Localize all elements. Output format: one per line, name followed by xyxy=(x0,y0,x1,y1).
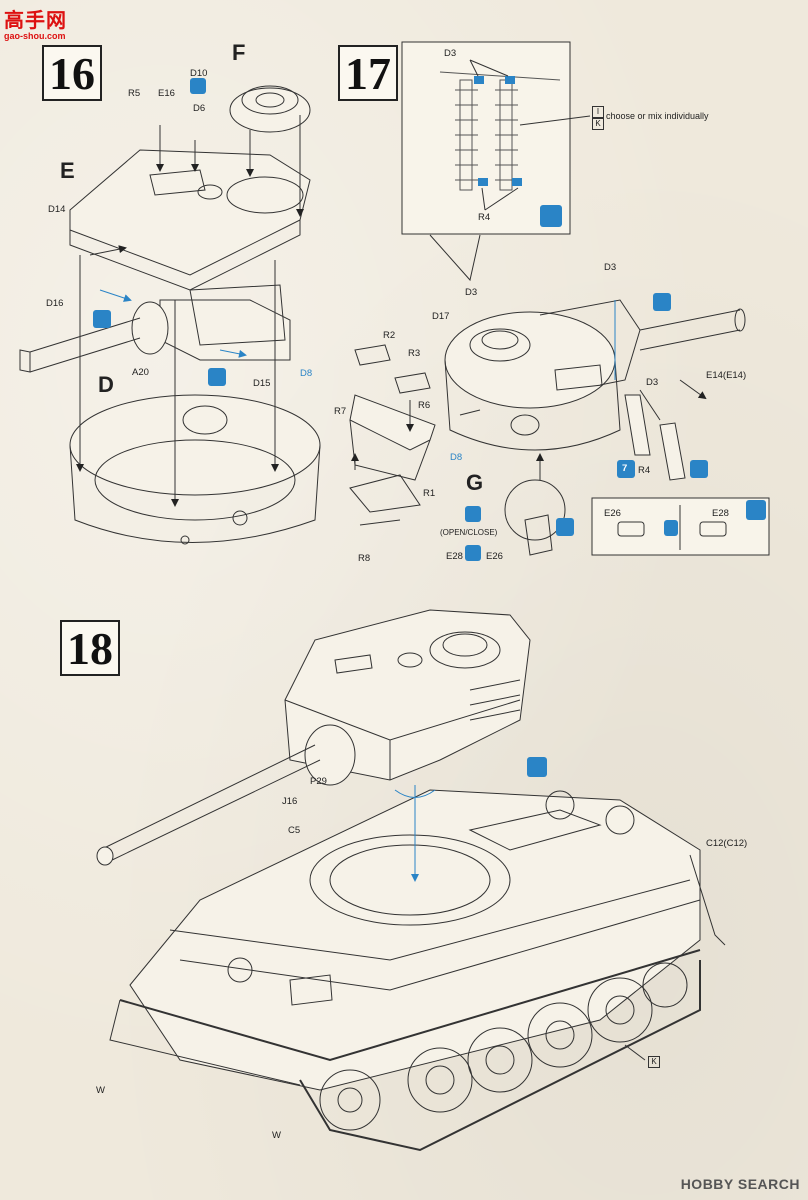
part-D14-label: D14 xyxy=(48,204,66,215)
part-E16-label: E16 xyxy=(158,88,175,99)
part-C12-label: C12(C12) xyxy=(706,838,748,849)
part-W-label-2: W xyxy=(272,1130,281,1141)
part-E-label: E xyxy=(60,158,75,183)
choice-box-2: K xyxy=(592,118,604,130)
part-D15-label: D15 xyxy=(253,378,271,389)
track-option-K: K xyxy=(648,1056,660,1068)
part-W-label-1: W xyxy=(96,1085,105,1096)
part-E14-label: E14(E14) xyxy=(706,370,747,381)
inset-R4-label: R4 xyxy=(478,212,491,223)
step-17-number: 17 xyxy=(338,45,398,101)
inset-D3-label: D3 xyxy=(444,48,457,59)
part-E26-label: E26 xyxy=(486,551,503,562)
step-number-7: 7 xyxy=(622,463,628,474)
part-D3-label-a: D3 xyxy=(604,262,617,273)
part-R6-label: R6 xyxy=(418,400,431,411)
part-R4-label: R4 xyxy=(638,465,651,476)
part-A20-label: A20 xyxy=(132,367,149,378)
part-R5-label: R5 xyxy=(128,88,141,99)
watermark: 高手网 gao-shou.com xyxy=(4,4,67,41)
choice-box-1: I xyxy=(592,106,604,118)
part-R8-label: R8 xyxy=(358,553,371,564)
part-D3-label-c: D3 xyxy=(646,377,659,388)
watermark-url: gao-shou.com xyxy=(4,31,66,41)
step-18-number: 18 xyxy=(60,620,120,676)
part-D16-label: D16 xyxy=(46,298,64,309)
part-R2-label: R2 xyxy=(383,330,396,341)
part-D10-label: D10 xyxy=(190,68,208,79)
watermark-site: 高手网 xyxy=(4,10,67,32)
part-D8-label: D8 xyxy=(300,368,313,379)
part-R1-label: R1 xyxy=(423,488,436,499)
step-16-drawing xyxy=(19,85,321,545)
part-D-label: D xyxy=(98,372,114,397)
part-G-label: G xyxy=(466,470,484,495)
open-close-label: (OPEN/CLOSE) xyxy=(440,528,498,537)
part-R7-label: R7 xyxy=(334,406,347,417)
blue-icons xyxy=(93,78,708,777)
part-D17-label: D17 xyxy=(432,311,450,322)
step-16-number: 16 xyxy=(42,45,102,101)
part-E28-label: E28 xyxy=(446,551,463,562)
choice-text: choose or mix individually xyxy=(606,111,709,121)
part-D8-label-17: D8 xyxy=(450,452,463,463)
part-C5-label: C5 xyxy=(288,825,301,836)
part-F-label: F xyxy=(232,40,246,65)
part-D6-label: D6 xyxy=(193,103,206,114)
part-D3-label-b: D3 xyxy=(465,287,478,298)
option-E28-label: E28 xyxy=(712,508,729,519)
part-R3-label: R3 xyxy=(408,348,421,359)
option-E26-label: E26 xyxy=(604,508,621,519)
step-17-drawing xyxy=(349,41,770,556)
hobby-search-logo: HOBBY SEARCH xyxy=(680,1176,800,1192)
step-18-drawing xyxy=(96,609,726,1152)
part-P29-label: P29 xyxy=(310,776,327,787)
part-J16-label: J16 xyxy=(282,796,298,807)
